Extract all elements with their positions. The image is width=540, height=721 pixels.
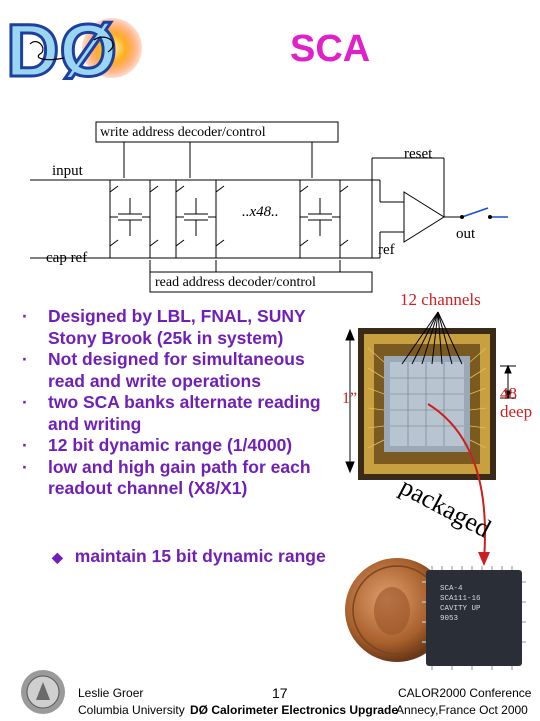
footer-author: Leslie Groer [78, 686, 144, 700]
bullet-dot-icon: · [22, 392, 28, 412]
out-label: out [456, 226, 476, 242]
bullet-dot-icon: · [22, 456, 28, 477]
ref-label: ref [378, 242, 395, 258]
read-decoder-box [149, 271, 373, 293]
chip-die-photo [358, 328, 496, 480]
bullet-dot-icon: · [22, 306, 28, 326]
write-decoder-box [95, 121, 339, 143]
sca-cell-2 [175, 180, 225, 258]
write-decoder-label: write address decoder/control [100, 125, 266, 140]
bullet-item: · two SCA banks alternate reading and wri… [22, 392, 342, 435]
channel-fan-lines [401, 311, 463, 365]
footer-conference: CALOR2000 Conference [398, 686, 532, 700]
channels-label: 12 channels [400, 290, 481, 309]
bullet-text: Not designed for simultaneous read and w… [48, 349, 305, 391]
packaged-label: packaged [395, 472, 495, 544]
bullet-item: · 12 bit dynamic range (1/4000) [22, 435, 342, 457]
cap-ref-label: cap ref [46, 250, 88, 266]
bullet-text: two SCA banks alternate reading and writ… [48, 392, 321, 434]
bullet-item: · low and high gain path for each readout… [22, 457, 342, 500]
bullet-text: 12 bit dynamic range (1/4000) [48, 435, 293, 455]
columbia-seal [18, 668, 68, 716]
footer-location-date: Annecy,France Oct 2000 [396, 703, 528, 717]
sub-bullet: ◆ maintain 15 bit dynamic range [52, 546, 326, 567]
amplifier-symbol [379, 158, 462, 258]
bullet-text: Designed by LBL, FNAL, SUNY Stony Brook … [48, 306, 306, 348]
sca-cell-48 [299, 180, 349, 258]
d0-logo: DØ [4, 6, 154, 94]
deep-label: deep [500, 402, 533, 421]
footer-talk-title: DØ Calorimeter Electronics Upgrade [190, 703, 399, 717]
chip-marking-line: SCA-4 [440, 585, 463, 593]
page-number: 17 [272, 685, 288, 701]
deep-dimension-arrow [500, 364, 516, 400]
bullet-dot-icon: · [22, 349, 28, 369]
sub-bullet-text: maintain 15 bit dynamic range [74, 546, 326, 566]
read-decoder-label: read address decoder/control [155, 275, 316, 290]
bullet-dot-icon: · [22, 435, 28, 455]
bullet-text: low and high gain path for each readout … [48, 456, 311, 499]
diamond-bullet-icon: ◆ [52, 549, 63, 565]
logo-lettering: DØ [6, 9, 117, 86]
reset-label: reset [404, 146, 433, 162]
repeat-label: ..x48.. [242, 204, 279, 220]
bullet-list: · Designed by LBL, FNAL, SUNY Stony Brook… [22, 306, 342, 500]
sca-cell-1 [109, 180, 159, 258]
chip-marking-line: SCA111-16 [440, 595, 481, 603]
footer-institution: Columbia University [78, 703, 185, 717]
page-title: SCA [290, 28, 371, 70]
chip-marking-line: 9053 [440, 615, 459, 623]
output-switch [461, 207, 508, 218]
bullet-item: · Designed by LBL, FNAL, SUNY Stony Brook… [22, 306, 342, 349]
bullet-item: · Not designed for simultaneous read and … [22, 349, 342, 392]
packaged-chip-photo [418, 562, 530, 674]
packaged-arrow [427, 403, 486, 561]
input-label: input [52, 163, 83, 179]
inch-label: 1” [342, 390, 358, 407]
sca-circuit-diagram [30, 121, 508, 293]
packaged-label-svg: packaged [395, 472, 495, 544]
inch-dimension-arrow [345, 328, 355, 474]
deep-number-label: 48 [500, 384, 517, 403]
chip-marking: SCA-4 SCA111-16 CAVITY UP 9053 [440, 584, 510, 624]
penny-photo [342, 555, 452, 665]
chip-marking-line: CAVITY UP [440, 605, 481, 613]
